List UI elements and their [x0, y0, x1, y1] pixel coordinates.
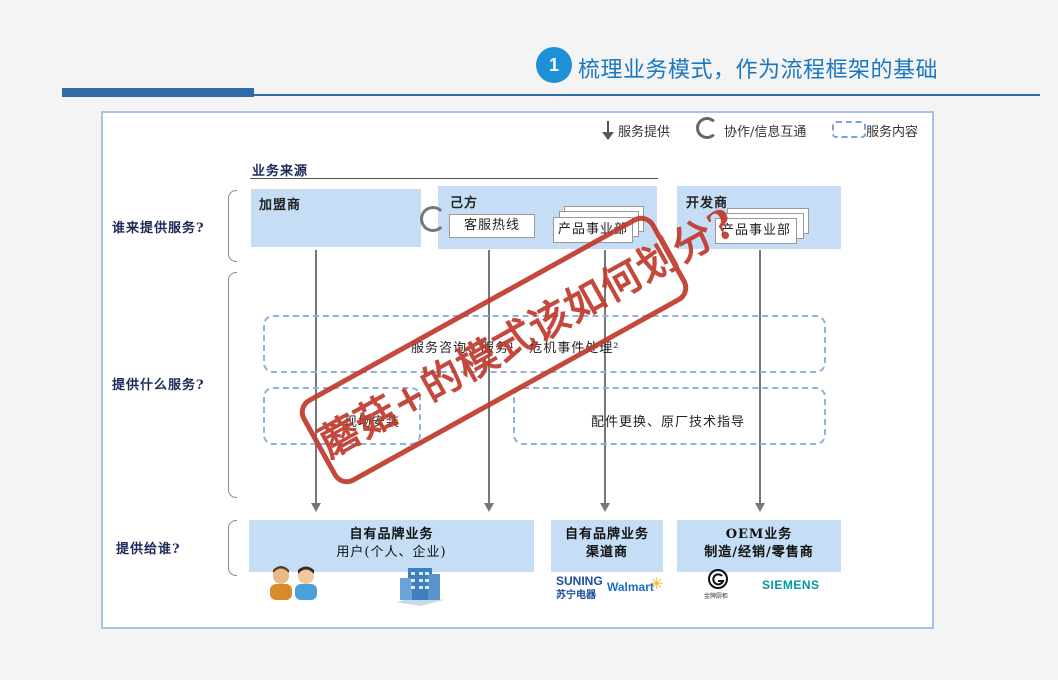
row-label-to: 提供给谁?: [116, 542, 181, 557]
brace-who: [228, 190, 237, 262]
gome-logo-mark: [708, 569, 728, 589]
building-icon: [396, 568, 444, 606]
business-source-underline: [250, 178, 658, 179]
down-arrow-icon: [607, 121, 609, 134]
brace-to: [228, 520, 237, 576]
suning-logo-top: SUNING: [556, 574, 603, 588]
service-parts-text: 配件更换、原厂技术指导: [591, 415, 746, 430]
provider-developer-title: 开发商: [686, 196, 729, 211]
down-arrow-icon-head: [602, 132, 614, 140]
flow-arrow-head: [311, 503, 321, 512]
service-consult-text: 服务咨询、服务¹、危机事件处理²: [411, 341, 620, 356]
provider-self-title: 己方: [450, 196, 479, 211]
header-rule: [254, 94, 1040, 96]
gome-logo-text: 金牌厨柜: [704, 593, 729, 600]
target-own-brand-channel-box: 自有品牌业务 渠道商: [551, 520, 663, 572]
cycle-icon: [420, 206, 446, 232]
hotline-card: 客服热线: [449, 214, 535, 238]
target-own-brand-user-title: 自有品牌业务: [349, 527, 434, 542]
target-own-brand-channel-title: 自有品牌业务: [564, 527, 649, 542]
row-label-who: 谁来提供服务?: [112, 221, 205, 236]
service-install-box: 现场安装: [263, 387, 421, 445]
provider-developer-box: 开发商 产品事业部: [677, 186, 841, 249]
self-product-dept-card: 产品事业部: [553, 217, 633, 243]
business-source-label: 业务来源: [252, 164, 309, 179]
step-number-badge: 1: [536, 47, 572, 83]
walmart-spark-icon: ✳: [650, 574, 664, 593]
suning-logo-bottom: 苏宁电器: [556, 590, 596, 601]
flow-line-franchise: [315, 250, 317, 504]
target-oem-box: OEM业务 制造/经销/零售商: [677, 520, 841, 572]
service-consult-box: 服务咨询、服务¹、危机事件处理²: [263, 315, 826, 373]
flow-line-developer: [759, 250, 761, 504]
legend-collab-label: 协作/信息互通: [724, 125, 807, 140]
cycle-icon: [696, 117, 718, 139]
brace-what: [228, 272, 237, 498]
legend-content-label: 服务内容: [866, 125, 919, 140]
target-own-brand-user-box: 自有品牌业务 用户(个人、企业): [249, 520, 534, 572]
provider-franchise-title: 加盟商: [259, 198, 302, 213]
flow-arrow-head: [484, 503, 494, 512]
service-install-text: 现场安装: [344, 415, 401, 430]
header-rule-accent: [62, 88, 254, 97]
siemens-logo: SIEMENS: [762, 578, 820, 592]
target-oem-title: OEM业务: [725, 527, 793, 542]
target-oem-sub: 制造/经销/零售商: [704, 545, 814, 560]
flow-line-self-product: [604, 250, 606, 504]
provider-self-box: 己方 客服热线 产品事业部: [438, 186, 657, 249]
dashed-box-icon: [832, 121, 866, 138]
provider-franchise-box: 加盟商: [251, 189, 421, 247]
page-title: 梳理业务模式，作为流程框架的基础: [578, 58, 939, 83]
flow-arrow-head: [600, 503, 610, 512]
flow-arrow-head: [755, 503, 765, 512]
dev-product-dept-card: 产品事业部: [715, 218, 797, 244]
service-parts-box: 配件更换、原厂技术指导: [513, 387, 826, 445]
row-label-what: 提供什么服务?: [112, 378, 205, 393]
walmart-logo: Walmart: [607, 580, 654, 594]
target-own-brand-user-sub: 用户(个人、企业): [336, 545, 447, 560]
target-own-brand-channel-sub: 渠道商: [585, 545, 628, 560]
legend-provide-label: 服务提供: [618, 125, 671, 140]
people-icon: [270, 566, 317, 600]
flow-line-self: [488, 250, 490, 504]
